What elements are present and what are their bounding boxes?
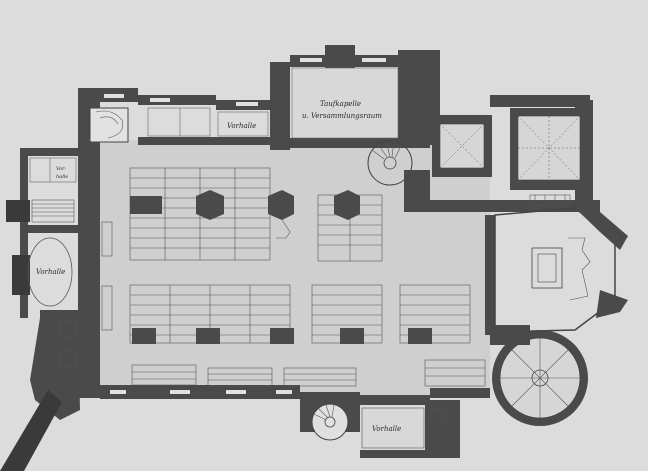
top-windows <box>104 58 386 106</box>
label-vorhalle-top: Vorhalle <box>227 122 256 130</box>
pillars <box>130 190 432 344</box>
baptism-chapel: Taufkapelle u. Versammlungsraum <box>291 67 399 139</box>
pew-block-bottom-row <box>131 359 486 387</box>
label-vor-small-1: Vor- <box>56 166 67 172</box>
right-tower-right <box>510 108 588 190</box>
right-steps <box>529 194 571 206</box>
label-vorhalle-bottom: Vorhalle <box>372 425 401 433</box>
choir-apse <box>494 207 628 333</box>
right-tower-left <box>432 115 492 177</box>
label-vorhalle-left: Vorhalle <box>36 268 65 276</box>
bottom-windows <box>110 390 292 394</box>
bottom-porch: Vorhalle <box>311 403 447 449</box>
pew-block-upper-left <box>129 167 271 261</box>
label-taufkapelle: Taufkapelle <box>320 100 361 108</box>
left-porch: Vor- halle Vorhalle <box>27 157 77 367</box>
porch-stairs <box>31 199 75 223</box>
top-small-rooms: Vorhalle <box>147 107 269 137</box>
pew-block-lower-middle <box>311 284 383 344</box>
spiral-stair-right <box>367 140 430 212</box>
pew-block-left-wall <box>101 221 113 331</box>
round-sacristy <box>490 325 588 426</box>
label-versammlungsraum: u. Versammlungsraum <box>302 112 382 120</box>
label-vor-small-2: halle <box>56 174 68 180</box>
spiral-stair-top-left <box>89 107 129 143</box>
pulpit-stair <box>276 219 291 239</box>
